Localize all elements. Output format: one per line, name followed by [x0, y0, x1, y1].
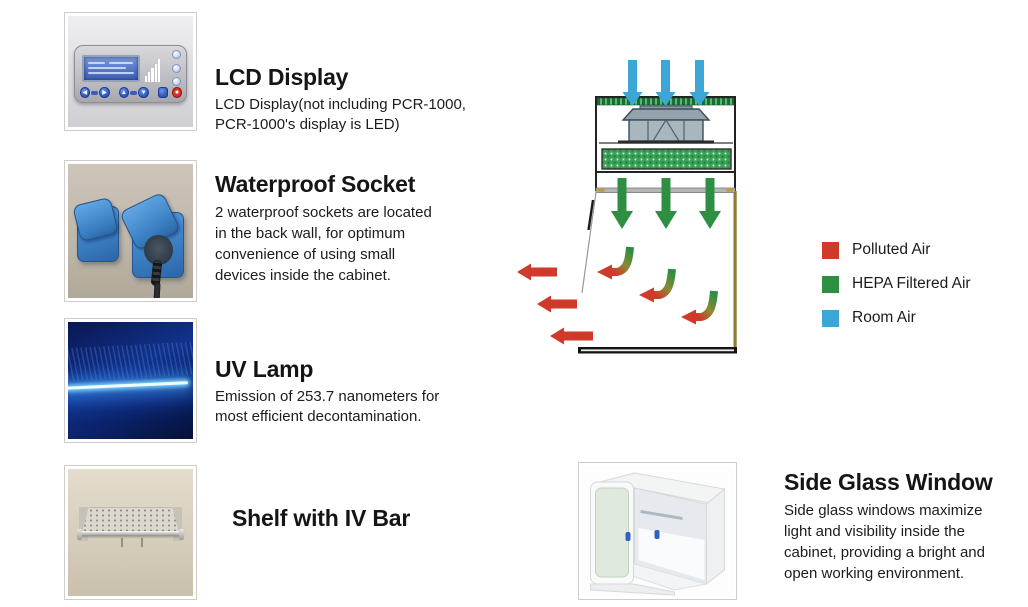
cabinet-base [590, 583, 675, 596]
shelf-photo-art [68, 469, 193, 596]
feature-title-side-glass-window: Side Glass Window [784, 469, 993, 495]
right-wall [733, 191, 737, 350]
waterproof-socket-photo [64, 160, 197, 302]
uv-glow-texture [68, 341, 193, 382]
uv-lamp-tube [68, 381, 189, 390]
up-arrow-button-icon: ▲ [118, 87, 130, 99]
legend-item-hepa-filtered-air: HEPA Filtered Air [822, 275, 1022, 293]
feature-title-waterproof-socket: Waterproof Socket [215, 171, 416, 197]
interior-uv-bar [640, 510, 683, 520]
airflow-legend: Polluted Air HEPA Filtered Air Room Air [822, 241, 1022, 343]
legend-item-polluted-air: Polluted Air [822, 241, 1022, 259]
curved-arrowheads [597, 264, 696, 325]
polluted-air-arrows [517, 263, 593, 345]
feature-title-lcd-display: LCD Display [215, 64, 349, 90]
front-sash-handle [587, 199, 595, 231]
down-arrow-button-icon: ▼ [138, 87, 149, 99]
lcd-screen [81, 54, 141, 82]
feature-description-waterproof-socket: 2 waterproof sockets are located in the … [215, 204, 432, 284]
signal-bars-icon [144, 58, 161, 82]
legend-item-room-air: Room Air [822, 309, 1022, 327]
front-sash-line [581, 191, 597, 294]
side-glass-window-photo-art [582, 466, 733, 596]
work-surface [578, 347, 737, 354]
hanging-hook [120, 537, 123, 547]
shelf-side-panel [79, 507, 88, 542]
lcd-bottom-buttons: ◀ ▶ ▲ ▼ [79, 87, 183, 99]
left-arrow-button-icon: ◀ [79, 87, 90, 99]
uv-lamp-photo [64, 318, 197, 443]
socket-left [77, 206, 119, 262]
menu-button-icon [157, 87, 169, 99]
polluted-air-swatch-icon [822, 241, 839, 259]
side-glass-window-photo [578, 462, 737, 600]
lcd-button-icon [172, 50, 182, 60]
room-air-swatch-icon [822, 309, 839, 327]
power-cable [153, 281, 161, 298]
hanging-hook [140, 537, 143, 547]
shelf-photo [64, 465, 197, 600]
legend-label: Room Air [852, 309, 916, 326]
legend-label: Polluted Air [852, 241, 931, 258]
legend-label: HEPA Filtered Air [852, 275, 971, 292]
lcd-panel: ◀ ▶ ▲ ▼ [74, 44, 187, 103]
airflow-diagram [517, 60, 737, 354]
front-glass-frame [706, 487, 725, 586]
uv-lamp-photo-art [68, 322, 193, 439]
iv-bar [78, 531, 183, 537]
lcd-side-buttons [172, 50, 182, 86]
iv-bar-bracket [179, 528, 185, 541]
feature-title-shelf-with-iv-bar: Shelf with IV Bar [232, 505, 411, 531]
hepa-filter [601, 148, 732, 170]
knob-icon [625, 532, 631, 541]
curved-airflow-arrows [611, 246, 718, 321]
shelf-side-panel [173, 507, 182, 542]
hepa-filtered-air-swatch-icon [822, 275, 839, 293]
knob-icon [654, 530, 660, 539]
feature-description-lcd-display: LCD Display(not including PCR-1000, PCR-… [215, 96, 466, 133]
interior-light-area [638, 528, 705, 580]
room-air-arrows [622, 60, 710, 106]
perforated-shelf [81, 507, 180, 534]
fan-unit [599, 105, 733, 144]
lcd-button-icon [172, 63, 182, 73]
feature-title-uv-lamp: UV Lamp [215, 356, 314, 382]
side-glass-panel [595, 487, 629, 578]
power-button-icon [172, 87, 183, 99]
right-arrow-button-icon: ▶ [99, 87, 110, 99]
iv-bar-bracket [76, 528, 82, 541]
lcd-button-icon [172, 76, 182, 86]
waterproof-socket-photo-art [68, 164, 193, 298]
feature-description-side-glass-window: Side glass windows maximize light and vi… [784, 502, 985, 582]
feature-description-uv-lamp: Emission of 253.7 nanometers for most ef… [215, 388, 440, 425]
lcd-display-photo: ◀ ▶ ▲ ▼ [64, 12, 197, 131]
hepa-air-arrows [611, 178, 721, 229]
lcd-display-photo-art: ◀ ▶ ▲ ▼ [68, 16, 193, 127]
